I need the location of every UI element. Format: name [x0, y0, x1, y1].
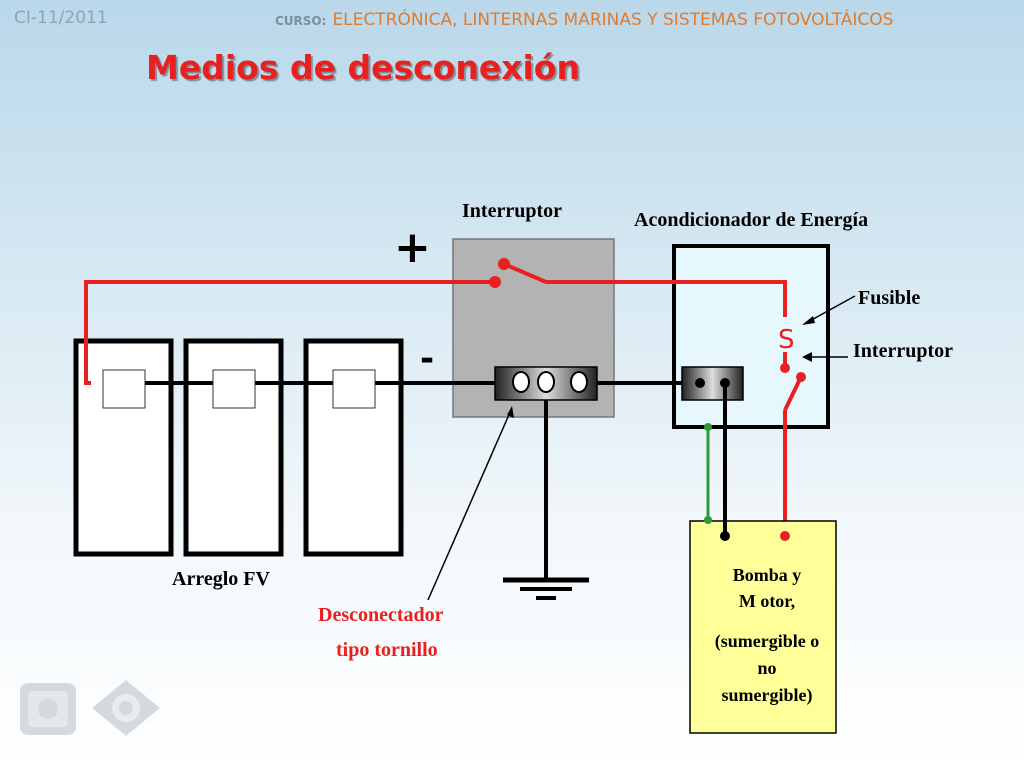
course-title: ELECTRÓNICA, LINTERNAS MARINAS Y SISTEMA…: [332, 10, 894, 30]
pump-text-3: (sumergible o: [715, 631, 819, 652]
junction-box-3: [332, 369, 376, 409]
fuse-pointer-arrow: [802, 295, 856, 325]
switch-pointer-arrow: [802, 352, 848, 362]
ground-dot-bottom: [704, 516, 712, 524]
positive-wire: [84, 280, 495, 385]
fuse-symbol: S: [778, 325, 795, 355]
positive-wire-to-conditioner: [546, 280, 787, 317]
negative-dot-pump: [720, 531, 730, 541]
course-label: CURSO:: [275, 14, 327, 28]
pump-motor-box: [689, 520, 837, 734]
slide-title: Medios de desconexión: [146, 48, 580, 87]
label-fusible: Fusible: [858, 287, 920, 309]
junction-box-1: [102, 369, 146, 409]
ground-dot-top: [704, 423, 712, 431]
load-switch-icon: [780, 363, 806, 411]
slide-code: CI-11/2011: [14, 8, 108, 28]
course-header: CURSO: ELECTRÓNICA, LINTERNAS MARINAS Y S…: [275, 10, 893, 30]
label-interruptor-top: Interruptor: [462, 200, 562, 222]
positive-dot-pump: [780, 531, 790, 541]
disconnector-pointer-line: [427, 406, 514, 601]
pump-text-2: M otor,: [739, 591, 795, 611]
junction-box-2: [212, 369, 256, 409]
pump-text-5: sumergible): [722, 685, 813, 706]
conditioner-terminal-block: [681, 366, 744, 401]
label-arreglo-fv: Arreglo FV: [172, 568, 270, 590]
label-acondicionador: Acondicionador de Energía: [634, 209, 868, 231]
institute-logo-icon: [92, 680, 160, 736]
plus-sign: +: [394, 222, 431, 273]
ground-symbol-icon: [503, 577, 589, 600]
label-desconectador-2: tipo tornillo: [336, 639, 438, 661]
pump-text-4: no: [757, 658, 776, 678]
main-switch-icon: [489, 258, 547, 288]
minus-sign: -: [420, 339, 434, 379]
label-interruptor-right: Interruptor: [853, 340, 953, 362]
screw-terminal-disconnector: [494, 366, 598, 401]
label-desconectador-1: Desconectador: [318, 604, 444, 626]
pump-text-1: Bomba y: [733, 565, 802, 585]
unam-logo-icon: [20, 683, 76, 735]
